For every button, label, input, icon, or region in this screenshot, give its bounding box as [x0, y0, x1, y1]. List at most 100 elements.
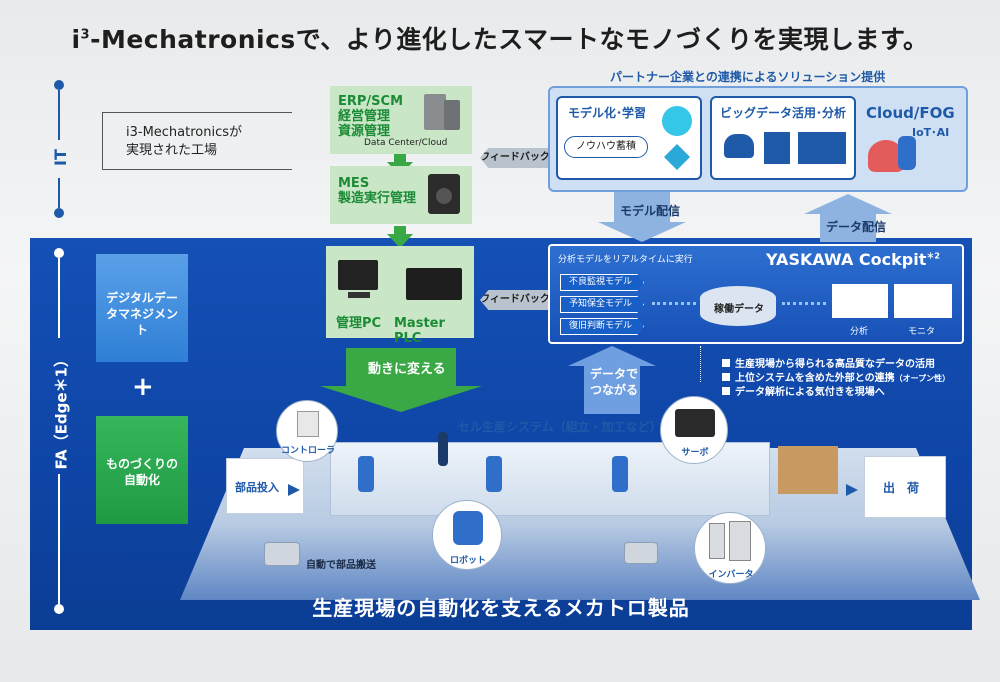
data-delivery-arrow: [804, 194, 892, 214]
pc-plc-box: 管理PC Master PLC: [326, 246, 474, 346]
cell-system-label: セル生産システム（組立・加工など）: [458, 420, 662, 434]
ai-head-icon: [662, 106, 692, 136]
pc-label: 管理PC: [336, 316, 382, 331]
controller-icon: [297, 411, 319, 437]
erp-text: ERP/SCM 経営管理 資源管理: [338, 94, 403, 139]
inverter-icon-2: [729, 521, 751, 561]
erp-line2: 経営管理: [338, 109, 391, 124]
analysis-label: 分析: [850, 327, 869, 337]
data-connect-line2: つながる: [590, 383, 639, 397]
controller-label: コントローラ: [280, 446, 335, 456]
robot-arm-2: [486, 456, 502, 492]
modeling-title: モデル化･学習: [568, 106, 647, 120]
axis-fa-line-bottom: [58, 474, 60, 604]
page-title: i3-Mechatronicsで、より進化したスマートなモノづくりを実現します。: [0, 20, 1000, 56]
note-text: i3-Mechatronicsが 実現された工場: [126, 124, 242, 160]
bullet-item-1: 生産現場から得られる高品質なデータの活用: [722, 358, 950, 372]
cloud-db-icon-2: [898, 136, 916, 170]
mes-line2: 製造実行管理: [338, 191, 417, 206]
bullet-item-2: 上位システムを含めた外部との連携（オープン性）: [722, 372, 950, 386]
axis-it-line-top: [58, 90, 60, 140]
data-delivery-label: データ配信: [826, 220, 887, 234]
agv-icon-1: [264, 542, 300, 566]
bullet-item-3: データ解析による気付きを現場へ: [722, 386, 950, 400]
title-rest: -Mechatronicsで、より進化したスマートなモノづくりを実現します。: [90, 25, 929, 54]
datacenter-icon-2: [444, 100, 460, 130]
erp-line1: ERP/SCM: [338, 94, 404, 109]
monitor-screen-icon: [894, 284, 952, 318]
cockpit-db-icon: [700, 286, 776, 326]
data-delivery-shaft: [820, 214, 876, 242]
erp-caption: Data Center/Cloud: [364, 138, 448, 148]
bullet-connector: [700, 346, 701, 382]
partner-title: パートナー企業との連携によるソリューション提供: [610, 70, 886, 84]
axis-mid-dot-2: [54, 248, 64, 258]
plus-sign: +: [132, 372, 154, 402]
erp-line3: 資源管理: [338, 124, 391, 139]
title-sup: 3: [80, 27, 91, 43]
network-icon: [664, 144, 690, 170]
servo-callout: サーボ: [660, 396, 728, 464]
cloud-upload-icon: [724, 134, 754, 158]
cockpit-panel: 分析モデルをリアルタイムに実行 YASKAWA Cockpit＊2 不良監視モデ…: [548, 244, 964, 344]
robot-label: ロボット: [449, 556, 486, 566]
cockpit-dots-1: [652, 302, 696, 306]
pc-keyboard-icon: [348, 292, 370, 298]
bigdata-title: ビッグデータ活用･分析: [720, 106, 847, 120]
boxes-icon: [778, 446, 838, 494]
move-arrow-shaft: [346, 348, 456, 386]
worker-1: [438, 432, 448, 466]
auto-transport-label: 自動で部品搬送: [306, 560, 376, 571]
inverter-label: インバータ: [708, 570, 754, 580]
servo-icon: [675, 409, 715, 437]
parts-in-label: 部品投入: [235, 481, 279, 494]
robot-arm-1: [358, 456, 374, 492]
robot-callout: ロボット: [432, 500, 502, 570]
automation-cube: ものづくりの自動化: [96, 416, 188, 524]
move-label: 動きに変える: [368, 362, 446, 377]
servo-label: サーボ: [681, 448, 709, 458]
data-connect-arrow: [568, 346, 656, 366]
note-bracket: [102, 112, 292, 170]
ship-station: 出 荷: [864, 456, 946, 518]
robot-arm-3: [612, 456, 628, 492]
model-delivery-shaft: [614, 192, 670, 222]
cockpit-caption: 分析モデルをリアルタイムに実行: [558, 255, 693, 265]
controller-callout: コントローラ: [276, 400, 338, 462]
cockpit-pill-3: 復旧判断モデル: [560, 318, 644, 335]
data-connect-label: データで つながる: [590, 366, 638, 398]
cockpit-brand: YASKAWA Cockpit＊2: [766, 250, 940, 269]
axis-it-line-bottom: [58, 178, 60, 208]
robot-icon: [453, 511, 483, 545]
cockpit-pill-2: 予知保全モデル: [560, 296, 644, 313]
digital-cube: デジタルデータマネジメント: [96, 254, 188, 362]
mes-text: MES 製造実行管理: [338, 176, 416, 206]
cockpit-dots-2: [782, 302, 826, 306]
data-connect-shaft: [584, 366, 640, 414]
feedback-mid-arrow: フィードバック: [480, 290, 550, 310]
erp-box: ERP/SCM 経営管理 資源管理 Data Center/Cloud: [330, 86, 472, 154]
mes-line1: MES: [338, 176, 370, 191]
arrow-mes-pc: [387, 234, 413, 248]
axis-top-dot: [54, 80, 64, 90]
inverter-icon-1: [709, 523, 725, 559]
arrow-erp-mes-shaft: [394, 154, 406, 162]
cockpit-pill-1: 不良監視モデル: [560, 274, 644, 291]
chart-monitor-icon: [798, 132, 846, 164]
model-delivery-label: モデル配信: [620, 204, 681, 218]
digital-cube-label: デジタルデータマネジメント: [105, 291, 178, 337]
move-arrow-head: [320, 386, 482, 412]
data-connect-line1: データで: [590, 367, 639, 381]
knowhow-pill: ノウハウ蓄積: [564, 136, 648, 158]
plc-icon: [406, 268, 462, 300]
mes-box: MES 製造実行管理: [330, 166, 472, 224]
bigdata-box: ビッグデータ活用･分析: [710, 96, 856, 180]
axis-bottom-dot: [54, 604, 64, 614]
automation-cube-label: ものづくりの自動化: [105, 457, 178, 487]
search-doc-icon: [764, 132, 790, 164]
plc-label: Master PLC: [394, 316, 445, 346]
bullet-list: 生産現場から得られる高品質なデータの活用 上位システムを含めた外部との連携（オー…: [722, 358, 950, 400]
axis-mid-dot-1: [54, 208, 64, 218]
axis-it-label: IT: [50, 149, 70, 166]
datacenter-icon: [424, 94, 446, 130]
